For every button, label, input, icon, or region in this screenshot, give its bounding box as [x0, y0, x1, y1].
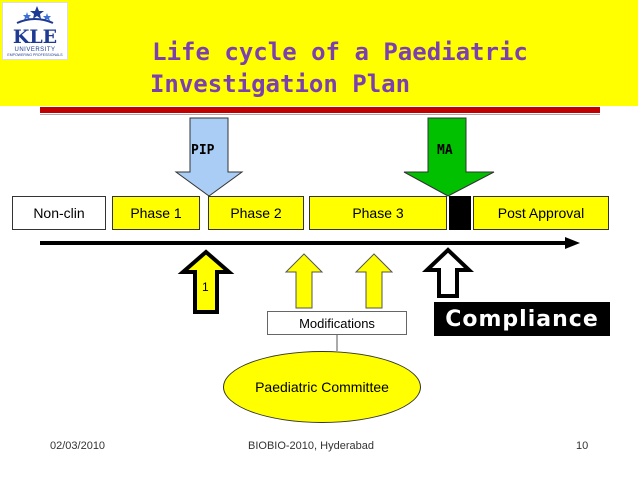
approval-marker [449, 196, 471, 230]
logo-subtext: UNIVERSITY [14, 47, 56, 53]
timeline-arrow-icon [565, 237, 580, 249]
footer-page-number: 10 [576, 440, 589, 452]
step-label: 1 [202, 280, 209, 294]
paediatric-committee: Paediatric Committee [223, 351, 421, 423]
logo-stars-icon [16, 6, 54, 24]
header-band [0, 0, 638, 106]
pip-arrow-icon [174, 117, 244, 197]
phase-3: Phase 3 [309, 196, 447, 230]
modification-up-arrow-icon [354, 253, 394, 309]
compliance-box: Compliance [434, 302, 610, 336]
footer-date: 02/03/2010 [50, 440, 106, 452]
footer-event: BIOBIO-2010, Hyderabad [248, 440, 374, 452]
modifications-box: Modifications [267, 311, 407, 335]
pip-label: PIP [191, 143, 215, 158]
modification-up-arrow-icon [284, 253, 324, 309]
step-up-arrow-icon [177, 249, 235, 314]
title-rule [40, 114, 600, 115]
logo-text: KLE [12, 26, 58, 48]
ma-arrow-icon [403, 117, 495, 197]
title-underline [40, 107, 600, 113]
phase-nonclin: Non-clin [12, 196, 106, 230]
university-logo: KLE UNIVERSITY EMPOWERING PROFESSIONALS [2, 2, 68, 60]
logo-tagline: EMPOWERING PROFESSIONALS [7, 53, 63, 57]
phase-post-approval: Post Approval [473, 196, 609, 230]
phase-2: Phase 2 [208, 196, 304, 230]
ma-label: MA [437, 143, 453, 158]
compliance-up-arrow-icon [422, 247, 474, 298]
slide-title-line1: Life cycle of a Paediatric [152, 38, 528, 66]
phase-1: Phase 1 [112, 196, 200, 230]
slide-title-line2: Investigation Plan [149, 70, 411, 98]
